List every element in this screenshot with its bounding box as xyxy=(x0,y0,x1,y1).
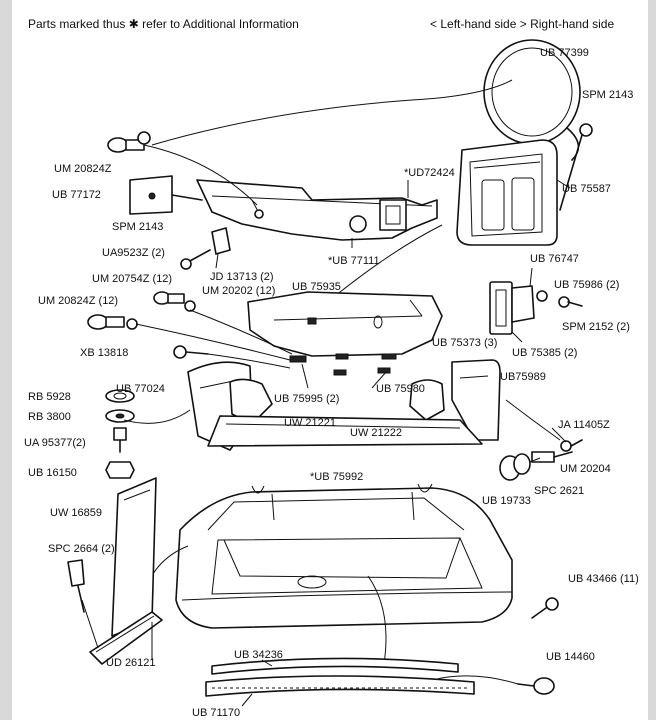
label-ub43466: UB 43466 (11) xyxy=(568,573,639,585)
wire-harness-upper xyxy=(151,79,513,301)
rear-panel-ub75935 xyxy=(247,291,443,357)
clip-ub43466 xyxy=(531,597,559,619)
screw-xb13818 xyxy=(173,345,291,369)
label-ub75986: UB 75986 (2) xyxy=(554,279,619,291)
filler-cap-ub77399 xyxy=(483,39,581,161)
stud-spm2143-top xyxy=(559,123,593,211)
label-ua9523z: UA9523Z (2) xyxy=(102,247,165,259)
label-uw21222: UW 21222 xyxy=(350,427,402,439)
label-uw16859: UW 16859 xyxy=(50,507,102,519)
label-ub75992: *UB 75992 xyxy=(310,471,363,483)
bolt-um20824z-top xyxy=(107,131,258,206)
grommet-rb5928 xyxy=(105,389,135,403)
label-xb13818: XB 13818 xyxy=(80,347,128,359)
label-ud72424: *UD72424 xyxy=(404,167,455,179)
screw-spc2664 xyxy=(67,559,99,649)
label-um20824z-12: UM 20824Z (12) xyxy=(38,295,118,307)
bolt-um20754z xyxy=(153,291,293,355)
label-spm2143-top: SPM 2143 xyxy=(582,89,633,101)
side-trim-ub75989 xyxy=(451,359,501,441)
nut-um20204 xyxy=(560,439,583,452)
buffer-ub19733 xyxy=(499,399,561,481)
part-labels: UB 77399 SPM 2143 UM 20824Z *UD72424 UB … xyxy=(24,47,639,719)
label-ub71170: UB 71170 xyxy=(192,707,240,719)
label-ub75995: UB 75995 (2) xyxy=(274,393,339,405)
clip-ub75980 xyxy=(377,353,397,374)
bracket-ub77172 xyxy=(129,175,203,215)
label-um20204: UM 20204 xyxy=(560,463,611,475)
label-ub75587: UB 75587 xyxy=(562,183,611,195)
clip-ua95377 xyxy=(113,427,127,453)
label-ub75989: UB75989 xyxy=(500,371,546,383)
boot-body-ub75992 xyxy=(141,483,513,665)
label-jd13713: JD 13713 (2) xyxy=(210,271,274,283)
label-spm2152: SPM 2152 (2) xyxy=(562,321,630,333)
hinge-ub75385 xyxy=(489,281,583,335)
bolt-um20824z-12 xyxy=(87,314,291,361)
label-rb5928: RB 5928 xyxy=(28,391,71,403)
label-spc2621: SPC 2621 xyxy=(534,485,584,497)
label-ub16150: UB 16150 xyxy=(28,467,77,479)
seal-ub34236 xyxy=(211,657,459,675)
label-ub77111: *UB 77111 xyxy=(328,255,380,267)
label-ud26121: UD 26121 xyxy=(106,657,156,669)
label-ub75980: UB 75980 xyxy=(376,383,425,395)
label-rb3800: RB 3800 xyxy=(28,411,71,423)
crossmember-ub77111 xyxy=(196,179,438,241)
exploded-parts-diagram: Parts marked thus ✱ refer to Additional … xyxy=(24,17,639,719)
label-ub77172: UB 77172 xyxy=(52,189,101,201)
filler-housing-ub75587 xyxy=(456,139,558,246)
label-ub75935: UB 75935 xyxy=(292,281,341,293)
seal-ub71170 xyxy=(205,675,475,697)
screw-spc2621 xyxy=(531,451,573,463)
label-ub75373: UB 75373 (3) xyxy=(432,337,497,349)
header-legend: < Left-hand side > Right-hand side xyxy=(430,17,614,31)
washer-rb3800 xyxy=(105,409,135,423)
label-um20824z-top: UM 20824Z xyxy=(54,163,112,175)
label-um20754z: UM 20754Z (12) xyxy=(92,273,172,285)
label-spc2664: SPC 2664 (2) xyxy=(48,543,115,555)
bulb-ub14460 xyxy=(431,675,555,695)
label-ub34236: UB 34236 xyxy=(234,649,283,661)
label-spm2143-left: SPM 2143 xyxy=(112,221,163,233)
bracket-ud26121 xyxy=(89,611,163,665)
clip-ua9523z xyxy=(180,227,231,270)
header-note: Parts marked thus ✱ refer to Additional … xyxy=(28,17,299,31)
clip-ub75995 xyxy=(289,353,349,376)
label-um20202: UM 20202 (12) xyxy=(202,285,275,297)
panel-uw16859 xyxy=(111,477,157,637)
nut-ub16150 xyxy=(105,409,191,479)
leader-lines xyxy=(151,179,571,707)
label-ub14460: UB 14460 xyxy=(546,651,595,663)
label-ub77024: UB 77024 xyxy=(116,383,165,395)
diagram-sheet: Parts marked thus ✱ refer to Additional … xyxy=(12,0,648,720)
label-ua95377: UA 95377(2) xyxy=(24,437,86,449)
label-ub77399: UB 77399 xyxy=(540,47,589,59)
label-ub19733: UB 19733 xyxy=(482,495,531,507)
label-ub75385: UB 75385 (2) xyxy=(512,347,577,359)
floor-panel-uw21221 xyxy=(229,378,445,425)
label-ja11405z: JA 11405Z xyxy=(558,419,610,431)
label-ub76747: UB 76747 xyxy=(530,253,579,265)
label-uw21221: UW 21221 xyxy=(284,417,336,429)
floor-panel-uw21222 xyxy=(207,415,483,447)
